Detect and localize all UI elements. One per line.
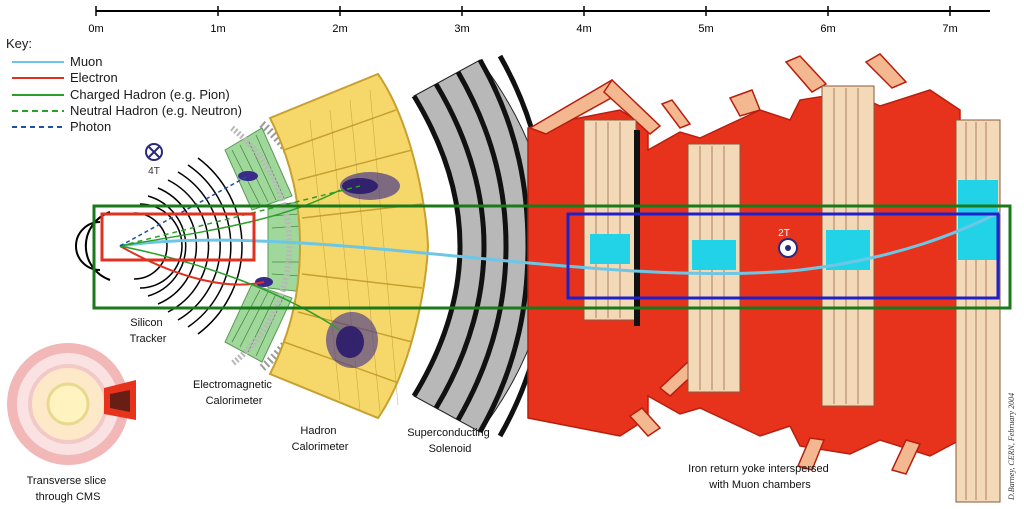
charged-hadron-track-2 [119,245,341,331]
scale-tick-4: 4m [576,23,591,35]
scale-tick-0: 0m [88,23,103,35]
outer-field-symbol: 2T [778,228,798,258]
label-iron-yoke: Iron return yoke interspersed with Muon … [688,463,832,491]
hadron-shower-upper [340,172,400,200]
scale-tick-1: 1m [210,23,225,35]
muon-station-3 [821,85,875,407]
author-credit: D.Barney, CERN, February 2004 [1007,393,1016,501]
outer-field-label: 2T [778,228,790,239]
key-label-muon: Muon [70,54,103,69]
inner-field-label: 4T [148,166,160,177]
key-label-electron: Electron [70,70,118,85]
key-label-neutral-hadron: Neutral Hadron (e.g. Neutron) [70,103,242,118]
highlight-full-path-green [92,204,1012,310]
label-ecal: Electromagnetic Calorimeter [193,379,275,407]
muon-station-1 [583,119,640,326]
photon-track [119,175,249,247]
hadron-shower-lower [326,312,378,368]
muon-station-2 [687,143,741,393]
label-silicon-tracker: Silicon Tracker [130,317,167,345]
muon-track [119,210,1001,276]
scale-tick-6: 6m [820,23,835,35]
muon-station-4 [955,119,1001,503]
inner-field-symbol: 4T [145,143,163,177]
ecal-module-band [230,120,323,372]
scale-tick-2: 2m [332,23,347,35]
distance-scale: 0m 1m 2m 3m 4m 5m 6m 7m [88,6,990,35]
charged-hadron-track-1 [119,189,341,247]
scale-tick-3: 3m [454,23,469,35]
key-label-photon: Photon [70,119,111,134]
label-solenoid: Superconducting Solenoid [407,427,493,455]
transverse-slice-thumbnail [7,343,136,465]
key-label-charged-hadron: Charged Hadron (e.g. Pion) [70,87,230,102]
label-transverse-slice: Transverse slice through CMS [27,475,110,503]
em-shower-upper [238,171,258,181]
highlight-muon-system-blue [566,212,1000,300]
particle-tracks [119,175,1001,331]
key-title: Key: [6,36,32,51]
scale-tick-7: 7m [942,23,957,35]
key-legend: Key: Muon Electron Charged Hadron (e.g. … [6,36,242,134]
scale-tick-5: 5m [698,23,713,35]
label-hcal: Hadron Calorimeter [292,425,349,453]
highlight-tracker-red [100,212,256,262]
